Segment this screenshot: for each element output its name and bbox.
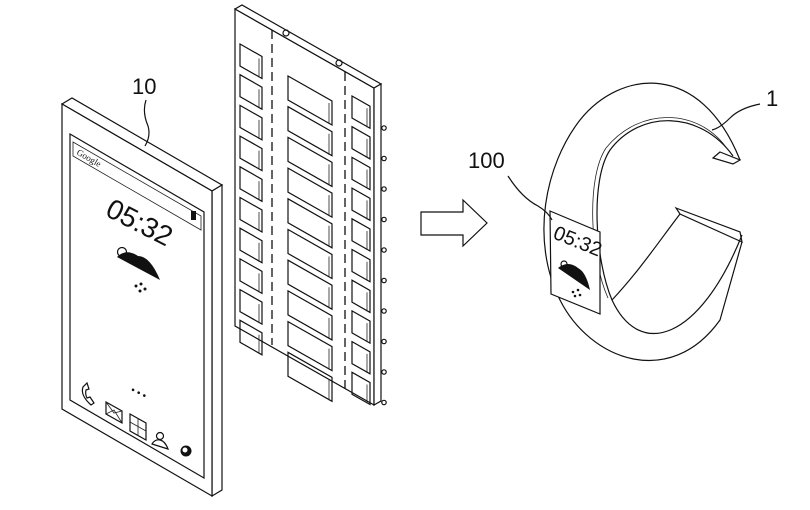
panel-cell bbox=[287, 74, 333, 127]
panel-cell bbox=[351, 371, 371, 406]
panel-cell bbox=[287, 259, 333, 311]
panel-cell bbox=[287, 289, 333, 341]
side-connector bbox=[381, 338, 387, 345]
panel-cell bbox=[287, 351, 333, 403]
label-10: 10 bbox=[132, 74, 156, 99]
cloud-rain-icon bbox=[558, 260, 590, 298]
panel-cell bbox=[351, 187, 371, 222]
leader-line-10 bbox=[143, 99, 150, 147]
panel-cell bbox=[287, 136, 333, 188]
phone-screen bbox=[69, 132, 205, 480]
panel-side-edge bbox=[373, 82, 382, 407]
panel-cell bbox=[239, 73, 263, 111]
hinge-marker bbox=[335, 59, 343, 67]
panel-cell bbox=[351, 309, 371, 345]
panel-cell bbox=[287, 320, 333, 372]
panel-cell bbox=[351, 279, 371, 314]
panel-cell bbox=[287, 228, 333, 280]
panel-cell bbox=[239, 135, 263, 172]
phone-body bbox=[61, 102, 213, 498]
panel-cell bbox=[239, 196, 263, 234]
status-bar bbox=[72, 141, 202, 231]
band-lower-tip bbox=[674, 206, 743, 244]
side-connector bbox=[381, 186, 387, 192]
contacts-icon[interactable] bbox=[151, 431, 169, 450]
side-connector bbox=[381, 155, 387, 162]
side-connector bbox=[381, 125, 387, 131]
segmented-flexible-panel bbox=[233, 4, 387, 407]
cloud-rain-icon bbox=[116, 246, 160, 293]
panel-cell bbox=[239, 42, 263, 80]
battery-icon bbox=[191, 211, 196, 220]
flexible-bracelet: 05:32 bbox=[543, 82, 743, 361]
panel-cell bbox=[351, 94, 371, 130]
panel-cell bbox=[351, 340, 371, 375]
label-100: 100 bbox=[468, 148, 505, 173]
panel-cell bbox=[239, 257, 263, 295]
band-top-tip bbox=[711, 151, 742, 165]
label-1: 1 bbox=[766, 86, 778, 111]
band-inner-edge-2 bbox=[592, 117, 729, 299]
browser-globe-icon[interactable] bbox=[180, 445, 192, 457]
mail-icon[interactable] bbox=[105, 400, 123, 425]
panel-cell bbox=[287, 105, 333, 157]
leader-line-100 bbox=[507, 175, 553, 221]
leader-line-1 bbox=[711, 103, 761, 131]
right-arrow-icon bbox=[420, 198, 488, 248]
hinge-marker bbox=[282, 29, 290, 37]
phone-icon[interactable] bbox=[81, 381, 95, 406]
panel-cell bbox=[239, 288, 263, 326]
apps-grid-icon[interactable] bbox=[129, 412, 147, 442]
phone-side-edge bbox=[211, 183, 223, 498]
side-connector bbox=[381, 247, 387, 253]
panel-cell bbox=[287, 167, 333, 219]
panel-cell bbox=[287, 197, 333, 249]
smartphone: Google 05:32 • • • bbox=[60, 97, 224, 498]
panel-cell bbox=[239, 104, 263, 141]
panel-cell bbox=[239, 319, 263, 356]
side-connector bbox=[381, 216, 387, 223]
panel-cell bbox=[239, 165, 263, 203]
band-lower-inner bbox=[611, 213, 681, 301]
panel-cell bbox=[351, 217, 371, 253]
panel-cell bbox=[351, 125, 371, 160]
side-connector bbox=[381, 399, 387, 406]
side-connector bbox=[381, 308, 387, 314]
panel-cell bbox=[239, 227, 263, 264]
side-connector bbox=[381, 277, 387, 284]
panel-cell bbox=[351, 248, 371, 283]
side-connector bbox=[381, 369, 387, 375]
panel-cell bbox=[351, 156, 371, 191]
